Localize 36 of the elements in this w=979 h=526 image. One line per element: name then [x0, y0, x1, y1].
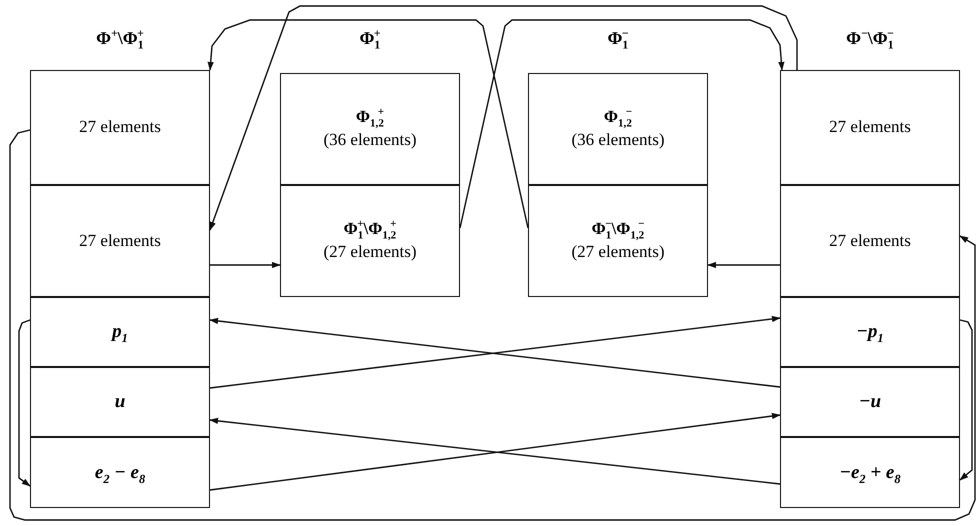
element-count: (27 elements)	[324, 241, 416, 263]
set-box	[30, 185, 210, 297]
set-box	[528, 185, 708, 297]
set-box	[780, 437, 960, 508]
set-box	[280, 185, 460, 297]
element-count: 27 elements	[79, 230, 161, 252]
set-box	[780, 367, 960, 437]
arrow	[18, 319, 31, 487]
element-count: (36 elements)	[572, 129, 664, 151]
vector-label: −p$_{1}$	[856, 320, 884, 345]
arrow	[208, 19, 529, 228]
element-count: 27 elements	[79, 116, 161, 138]
vector-label: −u	[858, 390, 882, 414]
set-box	[528, 73, 708, 185]
element-count: (27 elements)	[572, 241, 664, 263]
element-count: (36 elements)	[324, 129, 416, 151]
vector-label: e$_{2}$ − e$_{8}$	[94, 460, 146, 486]
arrow	[959, 319, 973, 481]
element-count: 27 elements	[829, 116, 911, 138]
arrow	[707, 262, 780, 268]
set-box	[30, 437, 210, 508]
set-box	[780, 185, 960, 297]
vector-label: −e$_{2}$ + e$_{8}$	[839, 460, 901, 486]
vector-label: u	[114, 390, 126, 414]
arrow	[459, 19, 784, 228]
arrow	[9, 129, 976, 521]
vector-label: p$_{1}$	[112, 320, 128, 345]
set-box	[780, 297, 960, 367]
element-count: 27 elements	[829, 230, 911, 252]
set-box	[30, 367, 210, 437]
set-box	[780, 70, 960, 185]
arrow	[209, 5, 798, 231]
arrow	[210, 262, 281, 268]
set-box	[280, 73, 460, 185]
set-box	[30, 297, 210, 367]
set-box	[30, 70, 210, 185]
